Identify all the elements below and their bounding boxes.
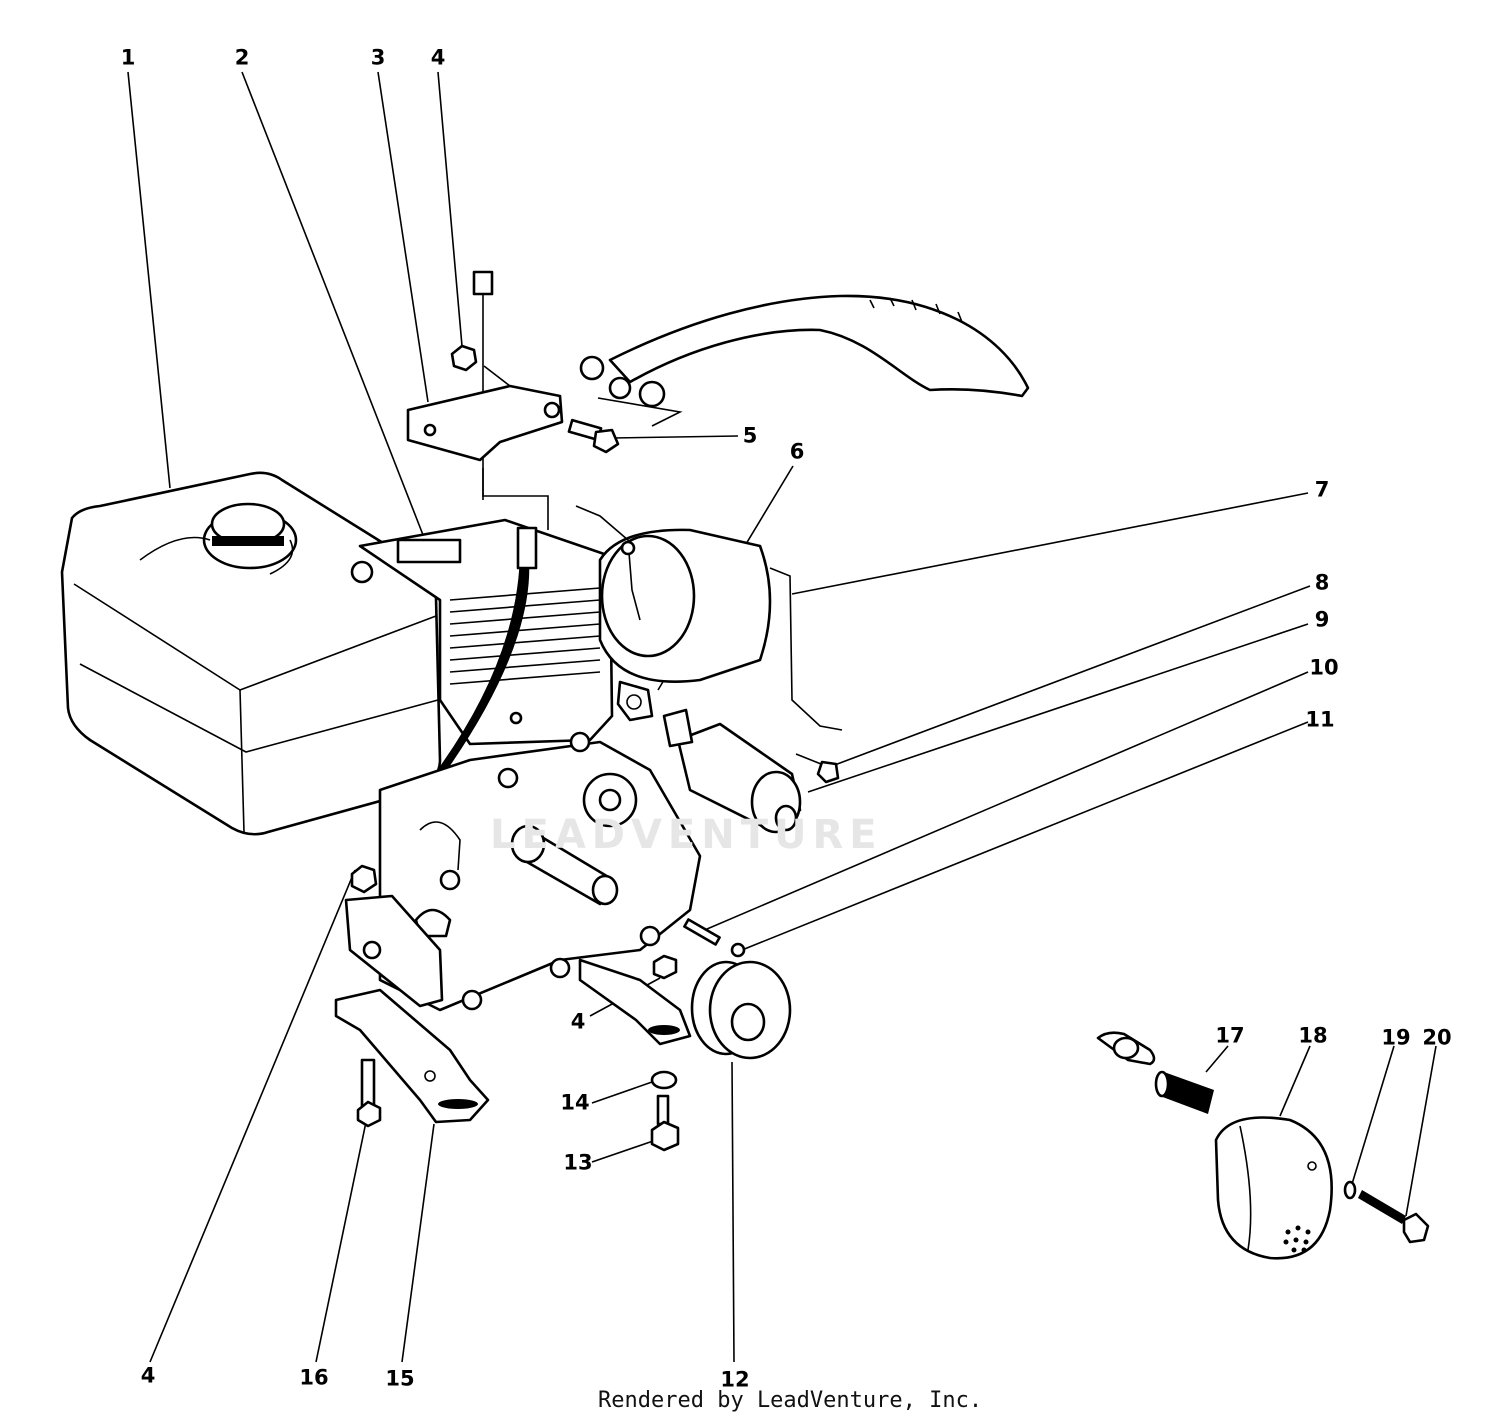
leader-19 <box>1351 1045 1395 1185</box>
bolt-5 <box>567 418 620 454</box>
leader-18 <box>1279 1045 1311 1117</box>
bolt-8 <box>795 753 840 784</box>
engine-block <box>358 518 614 780</box>
leader-14 <box>591 1081 653 1104</box>
leader-1 <box>127 71 171 489</box>
leader-4c <box>149 869 356 1363</box>
top-bolt <box>472 270 494 500</box>
leader-2 <box>241 71 426 541</box>
leader-11 <box>741 721 1309 951</box>
callout-1: 1 <box>120 45 136 70</box>
nut-4-lower <box>652 954 678 980</box>
callout-17: 17 <box>1215 1023 1245 1048</box>
mount-block-left <box>344 864 444 1008</box>
leader-17 <box>1205 1045 1229 1073</box>
handle-bar <box>579 294 1030 427</box>
leader-12 <box>731 1061 735 1363</box>
leader-20 <box>1405 1045 1437 1217</box>
washer-19 <box>1343 1180 1357 1200</box>
callout-15: 15 <box>385 1366 415 1391</box>
starter-housing <box>575 505 772 683</box>
leader-16 <box>315 1121 367 1363</box>
callout-4-mid: 4 <box>570 1009 586 1034</box>
leader-13 <box>591 1139 657 1163</box>
callout-4-top: 4 <box>430 45 446 70</box>
callout-5: 5 <box>742 423 758 448</box>
bolt-16 <box>356 1058 382 1128</box>
leader-15 <box>401 1123 435 1363</box>
callout-11: 11 <box>1305 707 1335 732</box>
bracket <box>406 365 564 462</box>
muffler-flange <box>1096 1031 1156 1066</box>
leader-7 <box>791 492 1309 595</box>
bolt-20 <box>1358 1190 1430 1244</box>
leader-8 <box>831 585 1311 767</box>
leader-10 <box>699 671 1309 933</box>
callout-6: 6 <box>789 439 805 464</box>
muffler-18 <box>1214 1116 1333 1260</box>
key-10 <box>683 918 721 946</box>
callout-9: 9 <box>1314 607 1330 632</box>
starter-motor <box>662 708 802 834</box>
callout-13: 13 <box>563 1150 593 1175</box>
leader-5 <box>611 435 739 439</box>
leader-4a <box>437 71 463 347</box>
crankcase <box>378 731 702 1012</box>
bolt-13 <box>650 1094 680 1152</box>
output-shaft <box>510 824 619 906</box>
nut-4-top <box>450 344 478 372</box>
callout-3: 3 <box>370 45 386 70</box>
mount-bracket-right <box>578 958 692 1046</box>
callout-2: 2 <box>234 45 250 70</box>
pipe-nipple-17 <box>1154 1070 1214 1114</box>
callout-7: 7 <box>1314 477 1330 502</box>
mount-bracket-15 <box>334 988 490 1124</box>
ring-11 <box>730 942 746 958</box>
callout-12: 12 <box>720 1367 750 1392</box>
callout-16: 16 <box>299 1365 329 1390</box>
pulley <box>690 960 792 1060</box>
callout-18: 18 <box>1298 1023 1328 1048</box>
fuel-tank <box>60 471 442 836</box>
callout-20: 20 <box>1422 1025 1452 1050</box>
watermark-text: LEADVENTURE <box>490 812 883 858</box>
gasket <box>616 680 654 722</box>
footer-credit: Rendered by LeadVenture, Inc. <box>598 1388 983 1413</box>
leader-3 <box>377 71 429 403</box>
callout-8: 8 <box>1314 570 1330 595</box>
callout-14: 14 <box>560 1090 590 1115</box>
shroud-wire <box>769 567 843 731</box>
callout-4-bottom: 4 <box>140 1363 156 1388</box>
callout-10: 10 <box>1309 655 1339 680</box>
leader-9 <box>807 623 1309 793</box>
washer-14 <box>650 1070 678 1090</box>
callout-19: 19 <box>1381 1025 1411 1050</box>
